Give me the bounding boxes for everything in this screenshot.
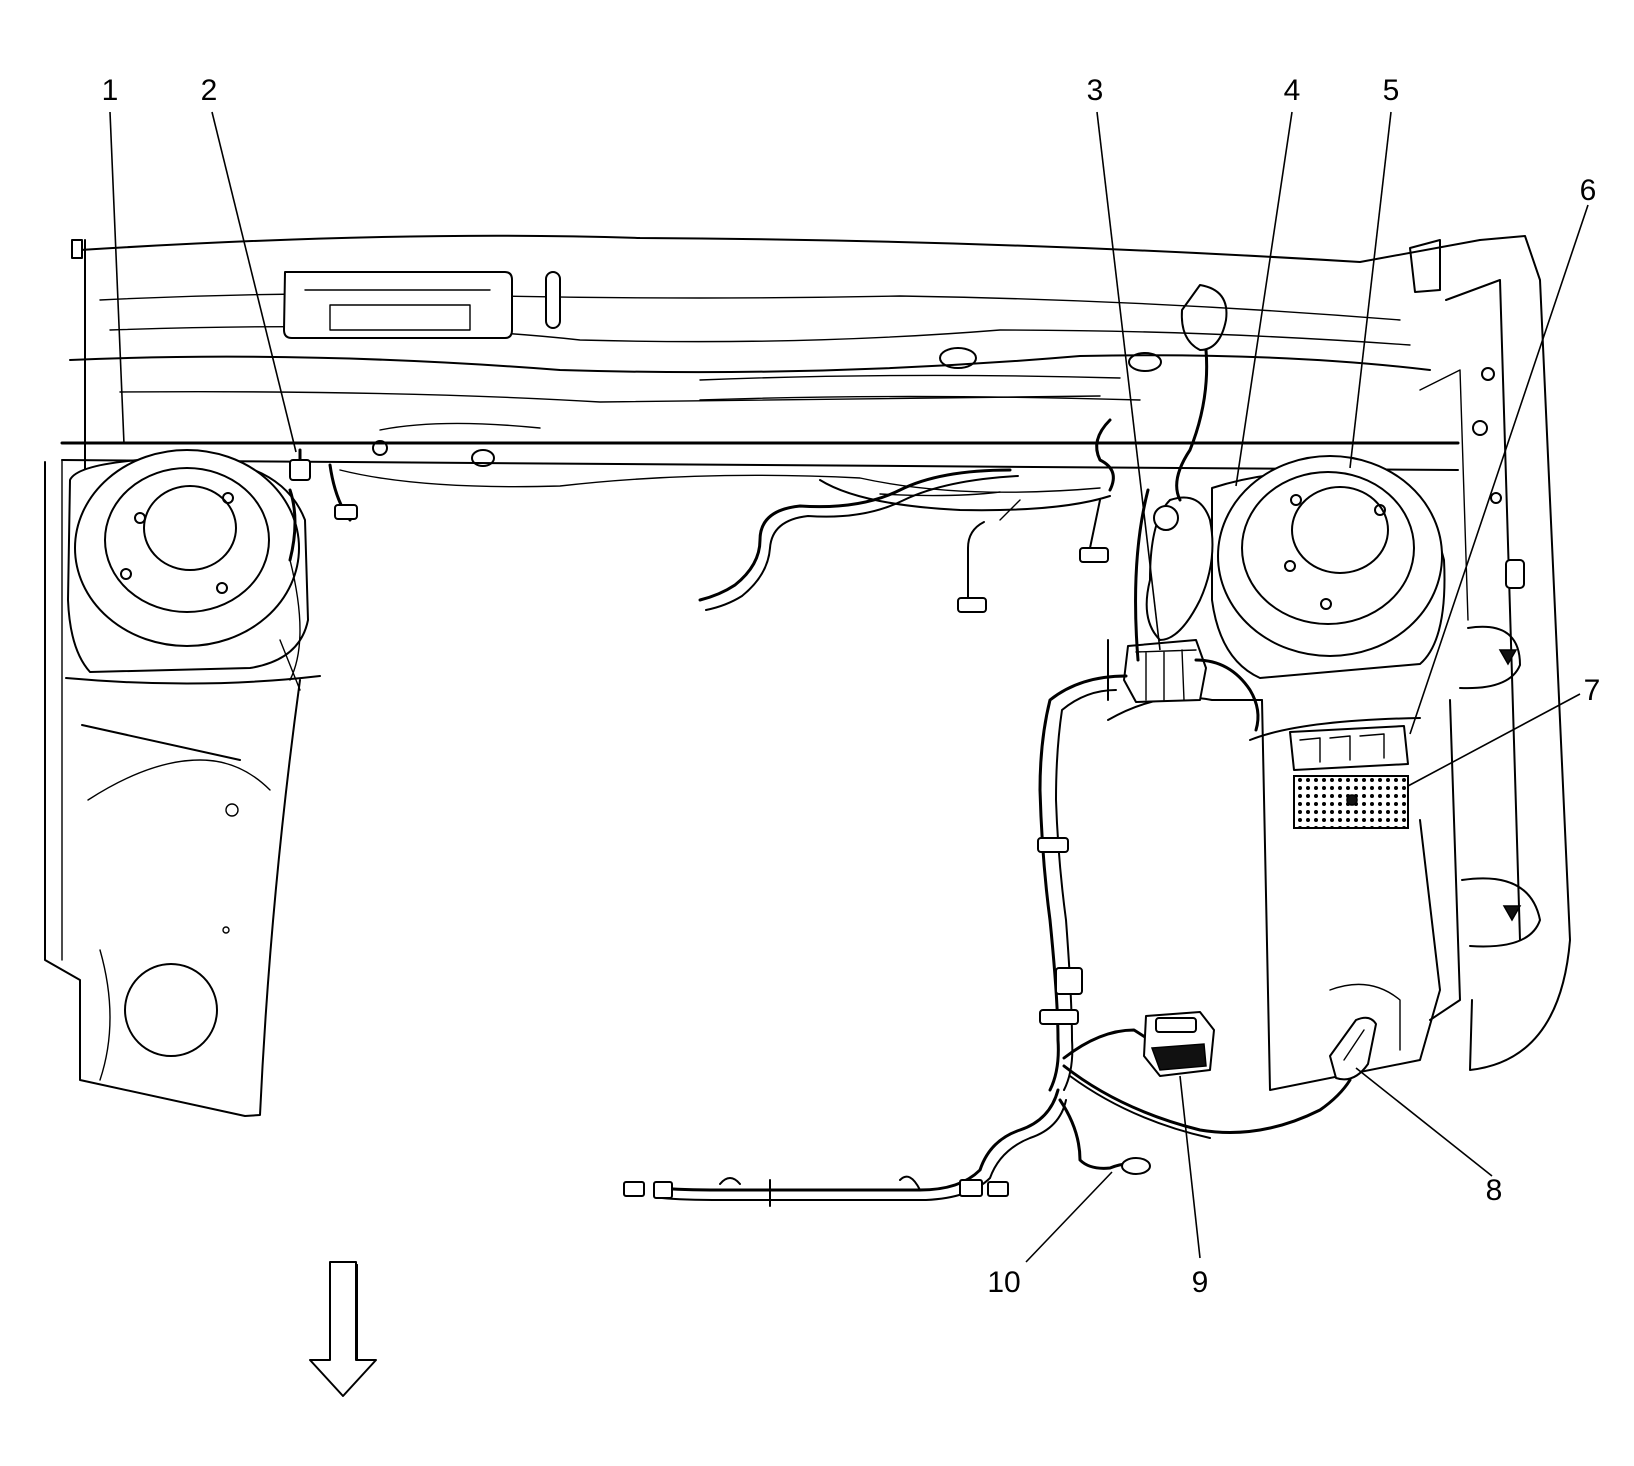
callout-4: 4 xyxy=(1284,74,1301,107)
callout-3: 3 xyxy=(1087,74,1104,107)
leader-9 xyxy=(1179,1075,1201,1259)
callout-7: 7 xyxy=(1584,674,1601,707)
callout-leaders xyxy=(109,111,1589,1263)
leader-3 xyxy=(1096,111,1161,651)
leader-10 xyxy=(1025,1171,1113,1263)
leader-6 xyxy=(1409,204,1589,735)
leader-8 xyxy=(1355,1067,1493,1177)
callout-6: 6 xyxy=(1580,174,1597,207)
leader-4 xyxy=(1235,111,1293,487)
wiring-harness xyxy=(288,284,1409,1207)
down-arrow-icon xyxy=(309,1261,377,1397)
leader-2 xyxy=(211,111,297,453)
callout-5: 5 xyxy=(1383,74,1400,107)
callout-1: 1 xyxy=(102,74,119,107)
left-spring-seat xyxy=(67,449,309,691)
right-spring-seat xyxy=(1211,455,1446,679)
right-quarter-panel xyxy=(1249,235,1571,1091)
callout-2: 2 xyxy=(201,74,218,107)
rear-body-panel xyxy=(60,234,1481,493)
leader-5 xyxy=(1349,111,1392,469)
left-quarter-panel xyxy=(44,239,321,1117)
leader-7 xyxy=(1407,693,1581,787)
callout-10: 10 xyxy=(987,1266,1020,1299)
callout-labels: 1 2 3 4 5 6 7 8 9 10 xyxy=(102,74,1601,1299)
callout-9: 9 xyxy=(1192,1266,1209,1299)
leader-1 xyxy=(109,111,125,445)
callout-8: 8 xyxy=(1486,1174,1503,1207)
